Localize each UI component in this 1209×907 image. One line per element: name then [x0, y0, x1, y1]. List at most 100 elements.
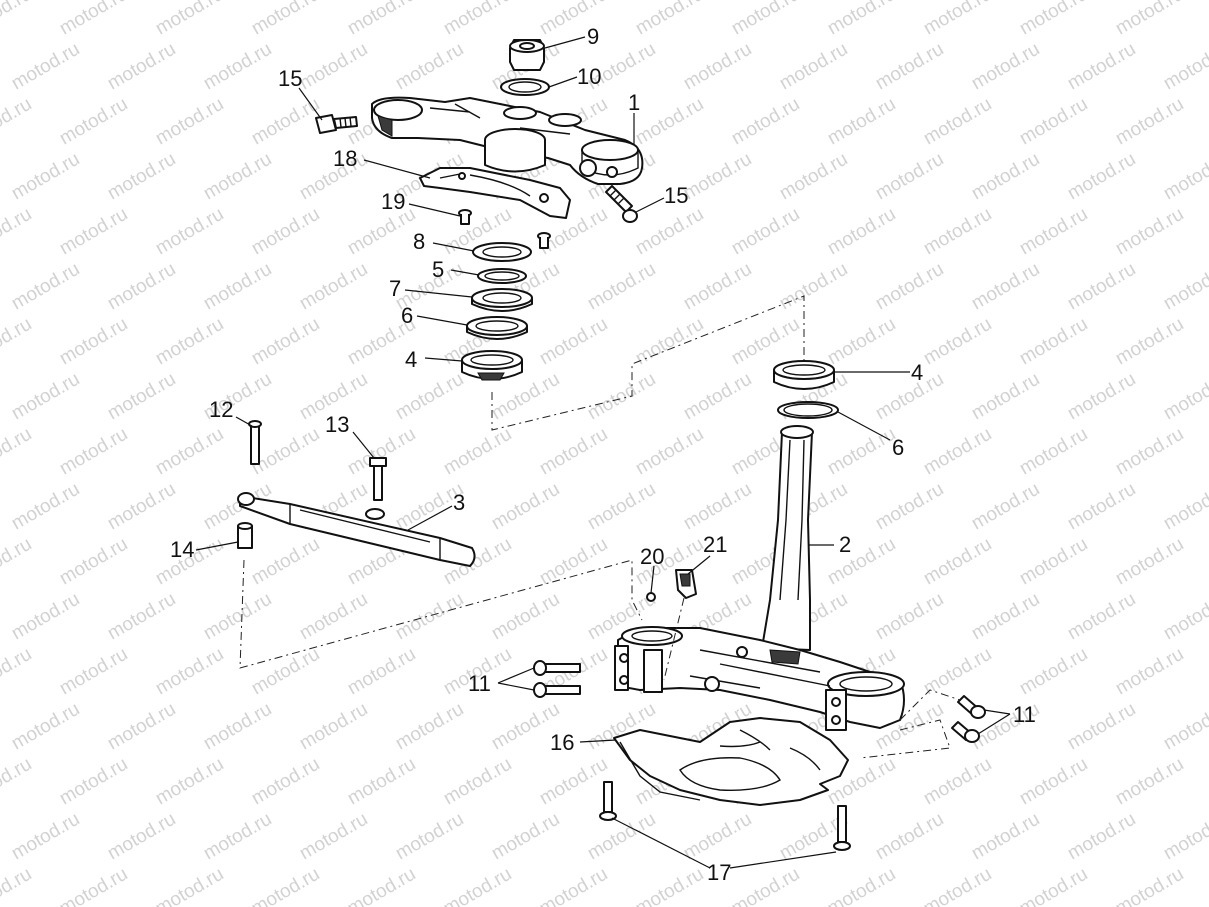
watermark-text: motod.ru: [8, 809, 83, 865]
watermark-text: motod.ru: [248, 314, 323, 370]
watermark-text: motod.ru: [296, 809, 371, 865]
watermark-text: motod.ru: [872, 259, 947, 315]
watermark-text: motod.ru: [632, 314, 707, 370]
watermark-text: motod.ru: [680, 149, 755, 205]
watermark-text: motod.ru: [344, 864, 419, 907]
watermark-text: motod.ru: [56, 314, 131, 370]
watermark-text: motod.ru: [1160, 259, 1209, 315]
watermark-text: motod.ru: [8, 259, 83, 315]
watermark-text: motod.ru: [872, 149, 947, 205]
watermark-text: motod.ru: [8, 589, 83, 645]
watermark-text: motod.ru: [920, 754, 995, 810]
watermark-text: motod.ru: [776, 149, 851, 205]
leader-lines: [195, 36, 1011, 869]
callout-15-right: 15: [664, 183, 688, 208]
watermark-text: motod.ru: [1112, 864, 1187, 907]
watermark-text: motod.ru: [536, 314, 611, 370]
callout-1: 1: [628, 90, 640, 115]
watermark-text: motod.ru: [824, 534, 899, 590]
watermark-text: motod.ru: [152, 94, 227, 150]
watermark-text: motod.ru: [296, 259, 371, 315]
watermark-text: motod.ru: [56, 424, 131, 480]
watermark-text: motod.ru: [56, 94, 131, 150]
watermark-text: motod.ru: [1016, 204, 1091, 260]
watermark-text: motod.ru: [1016, 864, 1091, 907]
watermark-text: motod.ru: [56, 204, 131, 260]
bolt-17-right: [833, 805, 851, 851]
watermark-text: motod.ru: [248, 644, 323, 700]
watermark-text: motod.ru: [152, 424, 227, 480]
watermark-text: motod.ru: [1016, 754, 1091, 810]
clip-21: [675, 569, 697, 599]
watermark-text: motod.ru: [1016, 94, 1091, 150]
callout-17: 17: [707, 860, 731, 885]
watermark-text: motod.ru: [152, 314, 227, 370]
watermark-text: motod.ru: [968, 479, 1043, 535]
watermark-text: motod.ru: [824, 0, 899, 39]
watermark-text: motod.ru: [1160, 699, 1209, 755]
watermark-text: motod.ru: [200, 259, 275, 315]
callout-19: 19: [381, 189, 405, 214]
callout-21: 21: [703, 532, 727, 557]
watermark-text: motod.ru: [1112, 204, 1187, 260]
watermark-text: motod.ru: [536, 0, 611, 39]
watermark-text: motod.ru: [248, 204, 323, 260]
watermark-text: motod.ru: [152, 644, 227, 700]
callout-labels: 9 10 1 15 15 18 19 8 5 7 6 4 4 6 12 13 3…: [170, 24, 1036, 885]
watermark-text: motod.ru: [1064, 259, 1139, 315]
watermark-text: motod.ru: [248, 0, 323, 39]
bolts-11-right: [951, 695, 986, 743]
watermark-text: motod.ru: [632, 204, 707, 260]
watermark-text: motod.ru: [296, 39, 371, 95]
watermark-text: motod.ru: [392, 699, 467, 755]
stem-nut: [509, 39, 545, 71]
watermark-text: motod.ru: [968, 589, 1043, 645]
watermark-text: motod.ru: [8, 39, 83, 95]
watermark-text: motod.ru: [536, 424, 611, 480]
watermark-text: motod.ru: [1160, 39, 1209, 95]
callout-11-right: 11: [1013, 702, 1036, 727]
watermark-text: motod.ru: [200, 589, 275, 645]
watermark-text: motod.ru: [248, 754, 323, 810]
watermark-text: motod.ru: [680, 259, 755, 315]
watermark-text: motod.ru: [1112, 424, 1187, 480]
watermark-text: motod.ru: [1160, 479, 1209, 535]
watermark-text: motod.ru: [536, 864, 611, 907]
watermark-text: motod.ru: [0, 424, 35, 480]
watermark-text: motod.ru: [0, 0, 35, 39]
callout-16: 16: [550, 730, 574, 755]
watermark-text: motod.ru: [1160, 809, 1209, 865]
steering-damper: [237, 492, 476, 567]
watermark-text: motod.ru: [1112, 644, 1187, 700]
callout-20: 20: [640, 544, 664, 569]
watermark-text: motod.ru: [440, 864, 515, 907]
watermark-text: motod.ru: [56, 534, 131, 590]
watermark-text: motod.ru: [632, 864, 707, 907]
watermark-text: motod.ru: [0, 644, 35, 700]
watermark-text: motod.ru: [632, 94, 707, 150]
callout-12: 12: [209, 397, 233, 422]
callout-6-upper: 6: [401, 303, 413, 328]
watermark-text: motod.ru: [0, 534, 35, 590]
watermark-text: motod.ru: [728, 94, 803, 150]
watermark-text: motod.ru: [1064, 809, 1139, 865]
watermark-text: motod.ru: [1016, 644, 1091, 700]
watermark-text: motod.ru: [920, 314, 995, 370]
watermark-text: motod.ru: [392, 589, 467, 645]
upper-triple-clamp: [371, 96, 644, 185]
watermark-text: motod.ru: [1016, 0, 1091, 39]
screw-20: [646, 592, 656, 602]
watermark-text: motod.ru: [296, 589, 371, 645]
watermark-text: motod.ru: [920, 204, 995, 260]
watermark-text: motod.ru: [56, 754, 131, 810]
callout-14: 14: [170, 537, 194, 562]
watermark-text: motod.ru: [920, 864, 995, 907]
watermark-text: motod.ru: [440, 424, 515, 480]
watermark-text: motod.ru: [248, 534, 323, 590]
watermark-text: motod.ru: [872, 369, 947, 425]
watermark-text: motod.ru: [968, 259, 1043, 315]
watermark-text: motod.ru: [1160, 149, 1209, 205]
watermark-text: motod.ru: [440, 0, 515, 39]
bolt-13: [369, 457, 387, 501]
watermark-text: motod.ru: [344, 754, 419, 810]
